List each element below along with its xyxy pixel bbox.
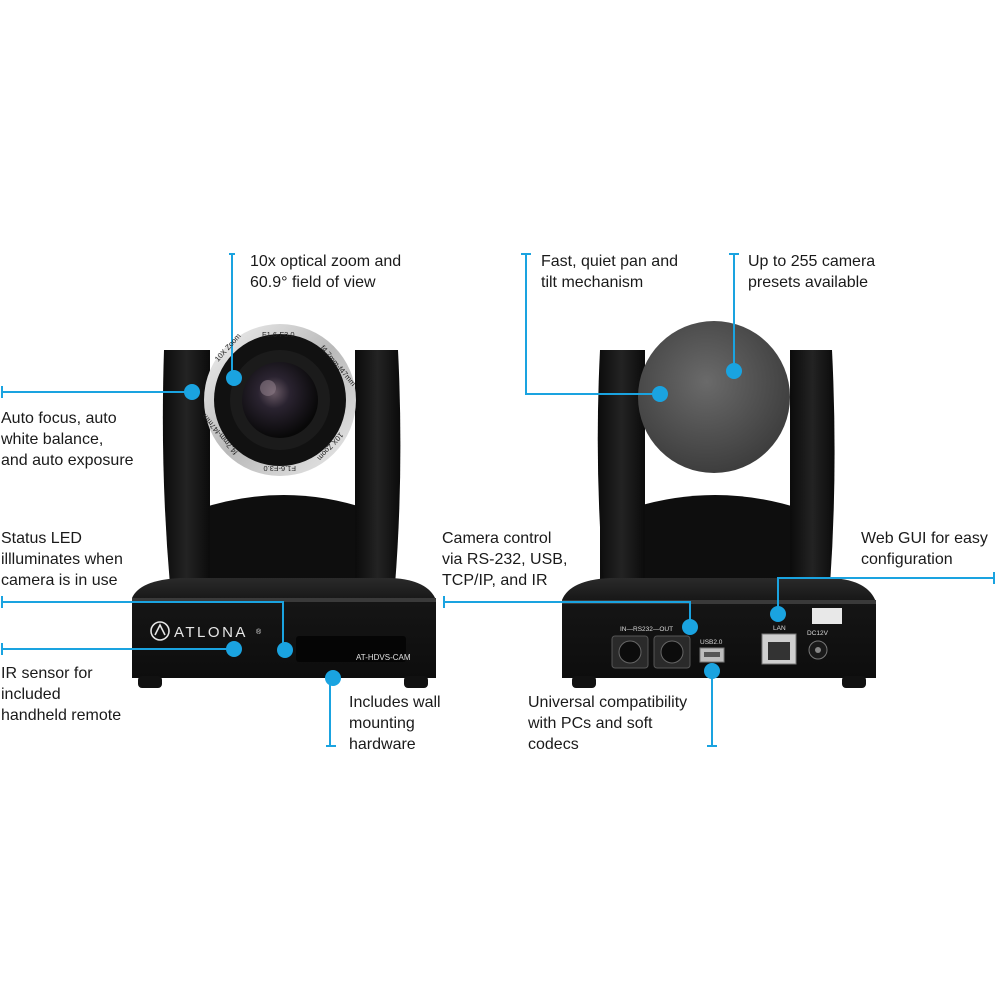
lan-label: LAN xyxy=(773,625,786,632)
callout-pan-tilt: Fast, quiet pan and tilt mechanism xyxy=(541,251,678,293)
callout-dots xyxy=(184,363,786,686)
callout-line: hardware xyxy=(349,736,416,753)
front-lens-glass xyxy=(242,362,318,438)
callout-line: 60.9° field of view xyxy=(250,274,376,291)
callout-line: illluminates when xyxy=(1,551,123,568)
ir-sensor-leader xyxy=(1,643,233,655)
callout-line: TCP/IP, and IR xyxy=(442,572,548,589)
callout-line: Web GUI for easy xyxy=(861,530,988,547)
web-gui-leader xyxy=(777,572,995,612)
callout-wall-mount: Includes wall mounting hardware xyxy=(349,692,441,755)
callout-line: codecs xyxy=(528,736,579,753)
optical-zoom-dot xyxy=(226,370,242,386)
callout-lines xyxy=(1,253,995,747)
rs232-label: IN—RS232—OUT xyxy=(620,626,673,633)
callout-compatibility: Universal compatibility with PCs and sof… xyxy=(528,692,687,755)
callout-line: with PCs and soft xyxy=(528,715,653,732)
ir-sensor-dot xyxy=(226,641,242,657)
callout-web-gui: Web GUI for easy configuration xyxy=(861,528,988,570)
model-number: AT-HDVS-CAM xyxy=(356,653,411,662)
rear-base xyxy=(562,578,876,678)
presets-dot xyxy=(726,363,742,379)
callout-line: presets available xyxy=(748,274,869,291)
callout-line: via RS-232, USB, xyxy=(442,551,568,568)
rear-right-arm xyxy=(790,350,835,585)
auto-focus-dot xyxy=(184,384,200,400)
front-foot-left xyxy=(138,676,162,688)
front-left-arm xyxy=(162,350,210,585)
callout-line: handheld remote xyxy=(1,707,122,724)
front-foot-right xyxy=(404,676,428,688)
auto-focus-leader xyxy=(1,386,190,398)
callout-optical-zoom: 10x optical zoom and 60.9° field of view xyxy=(250,251,401,293)
callout-line: Auto focus, auto xyxy=(1,410,117,427)
status-led-leader xyxy=(1,596,284,648)
callout-line: 10x optical zoom and xyxy=(250,253,402,270)
callout-auto-focus: Auto focus, auto white balance, and auto… xyxy=(1,408,134,471)
callout-line: white balance, xyxy=(1,431,104,448)
compatibility-leader xyxy=(707,672,717,747)
callout-line: Status LED xyxy=(1,530,82,547)
callout-line: IR sensor for xyxy=(1,665,93,682)
pan-tilt-dot xyxy=(652,386,668,402)
rear-head-disc xyxy=(638,321,790,473)
lens-aperture-bottom: F1.6-F3.0 xyxy=(263,464,296,473)
status-led-dot xyxy=(277,642,293,658)
front-right-arm xyxy=(355,350,401,585)
callout-line: configuration xyxy=(861,551,953,568)
optical-zoom-leader xyxy=(229,253,235,374)
camera-control-leader xyxy=(443,596,691,624)
callout-line: and auto exposure xyxy=(1,452,134,469)
callout-line: Up to 255 camera xyxy=(748,253,876,270)
callout-ir-sensor: IR sensor for included handheld remote xyxy=(1,663,121,726)
dc-label: DC12V xyxy=(807,630,829,637)
brand-registered-mark: ® xyxy=(256,628,262,636)
callout-line: mounting xyxy=(349,715,415,732)
presets-leader xyxy=(729,253,739,370)
callout-line: tilt mechanism xyxy=(541,274,644,291)
rear-foot-left xyxy=(572,676,596,688)
usb-label: USB2.0 xyxy=(700,639,723,646)
callout-status-led: Status LED illluminates when camera is i… xyxy=(1,528,123,591)
brand-wordmark: ATLONA xyxy=(174,624,248,641)
compatibility-dot xyxy=(704,663,720,679)
rear-camera xyxy=(562,321,876,688)
callout-camera-control: Camera control via RS-232, USB, TCP/IP, … xyxy=(442,528,567,591)
callout-line: Universal compatibility xyxy=(528,694,688,711)
callout-line: Includes wall xyxy=(349,694,441,711)
wall-mount-leader xyxy=(326,680,336,747)
callout-line: Camera control xyxy=(442,530,552,547)
rear-left-arm xyxy=(597,350,645,585)
lens-aperture-top: F1.6-F3.0 xyxy=(262,330,295,339)
callout-presets: Up to 255 camera presets available xyxy=(748,251,875,293)
camera-control-dot xyxy=(682,619,698,635)
wall-mount-dot xyxy=(325,670,341,686)
rear-foot-right xyxy=(842,676,866,688)
callout-line: included xyxy=(1,686,61,703)
callout-line: Fast, quiet pan and xyxy=(541,253,678,270)
web-gui-dot xyxy=(770,606,786,622)
callout-line: camera is in use xyxy=(1,572,118,589)
front-logo: ATLONA ® xyxy=(150,621,262,641)
pan-tilt-leader xyxy=(521,253,658,395)
front-ir-window xyxy=(296,636,406,662)
rear-sticker xyxy=(812,608,842,624)
